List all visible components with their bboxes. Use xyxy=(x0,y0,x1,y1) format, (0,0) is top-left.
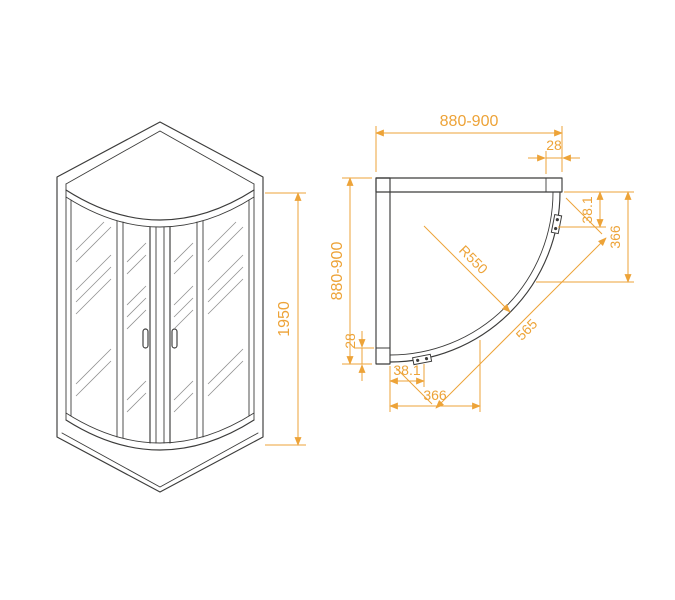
bottom-door-dimension: 366 xyxy=(389,340,481,412)
right-door-dim-label: 366 xyxy=(607,225,623,249)
door-handles xyxy=(142,328,178,349)
top-curved-rail xyxy=(65,189,255,228)
radius-dimension: R550 xyxy=(423,225,511,313)
bottom-door-dim-label: 366 xyxy=(423,387,447,403)
wall-profiles xyxy=(375,177,563,365)
depth-dimension: 880-900 xyxy=(329,177,372,365)
top-roller-bracket xyxy=(550,214,563,235)
left-profile-dim-label: 28 xyxy=(342,333,358,349)
glass-hatching xyxy=(75,221,244,413)
left-wall-profile xyxy=(375,177,391,365)
door-frame-profiles xyxy=(70,199,250,444)
plan-view: 880-900 28 38.1 366 880-900 xyxy=(329,113,634,412)
front-height-dim-label: 1950 xyxy=(276,301,293,337)
bottom-curved-rail xyxy=(65,412,255,451)
right-offset-dimension: 38.1 xyxy=(558,191,634,228)
top-profile-dimension: 28 xyxy=(528,137,580,174)
enclosure-outline xyxy=(56,121,264,493)
bottom-roller-bracket xyxy=(412,353,433,366)
top-profile-dim-label: 28 xyxy=(546,137,562,153)
front-view: 1950 xyxy=(56,121,306,493)
plan-width-dim-label: 880-900 xyxy=(440,113,499,130)
left-profile-dimension: 28 xyxy=(342,331,374,381)
height-dimension: 1950 xyxy=(265,192,306,446)
bottom-offset-dimension: 38.1 xyxy=(389,362,425,412)
width-dimension: 880-900 xyxy=(375,113,563,172)
plan-depth-dim-label: 880-900 xyxy=(329,242,346,301)
left-door-handle xyxy=(142,328,149,349)
radius-dim-label: R550 xyxy=(456,242,491,277)
right-door-handle xyxy=(171,328,178,349)
top-wall-profile xyxy=(375,177,563,193)
right-offset-dim-label: 38.1 xyxy=(579,196,595,223)
bottom-offset-dim-label: 38.1 xyxy=(393,362,420,378)
entry-width-dim-label: 565 xyxy=(513,315,541,343)
